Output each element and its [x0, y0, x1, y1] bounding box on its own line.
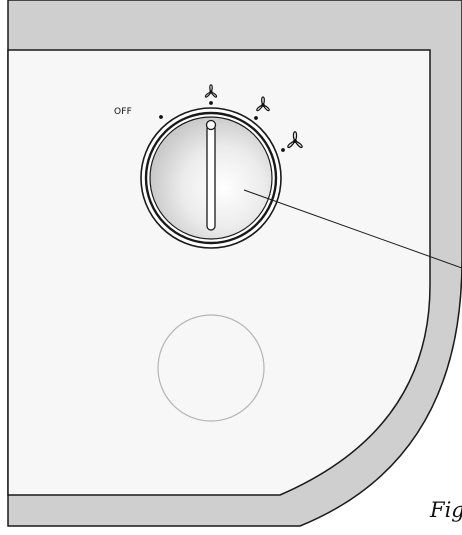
high-position-dot [281, 148, 285, 152]
low-position-dot [209, 101, 213, 105]
high-fan-icon [287, 131, 303, 149]
figure-caption: Fig [430, 498, 462, 522]
callout-leader-line [243, 189, 462, 269]
panel-face [7, 49, 431, 496]
medium-position-dot [254, 116, 258, 120]
medium-fan-icon [256, 96, 270, 112]
low-fan-icon [204, 84, 218, 98]
off-label: OFF [114, 107, 133, 117]
off-position-dot [159, 115, 163, 119]
dial-pointer [206, 124, 216, 231]
fan-speed-dial[interactable] [140, 107, 282, 249]
round-indicator-mark [157, 314, 265, 422]
dial-pointer-tip [205, 119, 217, 131]
